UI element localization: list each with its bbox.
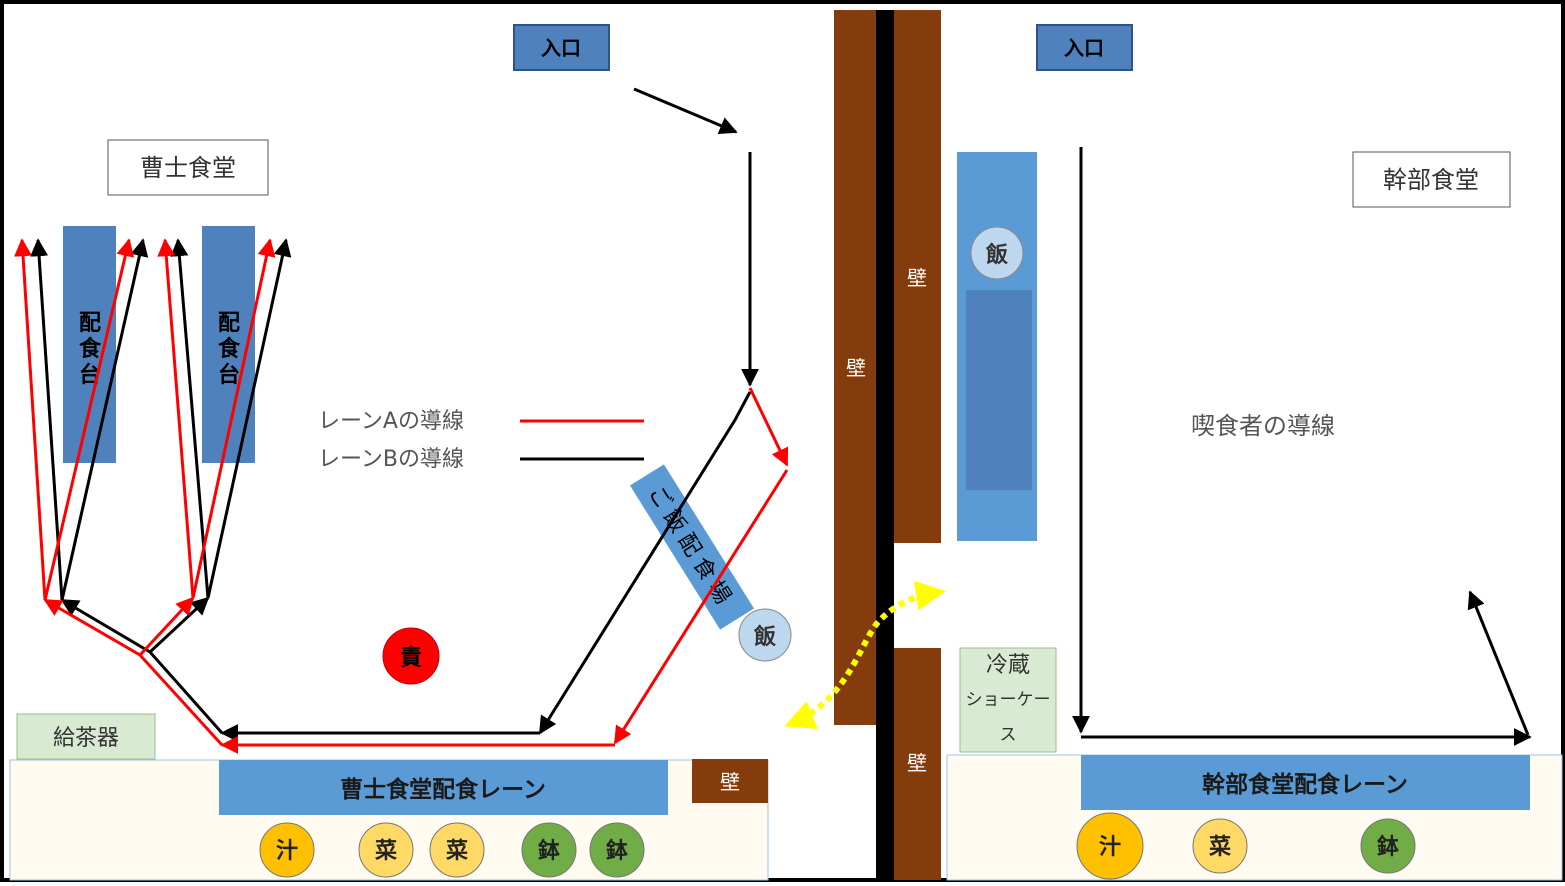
right-serving-lane: 幹部食堂配食レーン (1081, 755, 1530, 810)
right-rice-marker: 飯 (970, 226, 1024, 280)
left-small-wall: 壁 (692, 759, 768, 803)
staff-passage-connector (784, 580, 946, 729)
lane-b-diagonal-arrow (538, 391, 752, 735)
right-dish-0-label: 汁 (1099, 835, 1121, 860)
diner-flow (1072, 147, 1532, 746)
left-dish-1: 菜 (358, 822, 414, 878)
lane-a-flow (14, 238, 789, 754)
tea-dispenser-label: 給茶器 (53, 726, 119, 751)
left-dish-4-label: 鉢 (606, 838, 628, 864)
left-serving-table-1-label: 配食台 (79, 311, 102, 388)
right-dish-2-label: 鉢 (1377, 834, 1399, 860)
supervisor-marker-label: 責 (400, 646, 422, 671)
left-dish-0: 汁 (259, 822, 315, 878)
lane-a-up-2 (43, 238, 135, 601)
left-entrance-sign: 入口 (513, 24, 610, 71)
left-dish-3-label: 鉢 (538, 838, 560, 864)
left-serving-table-1 (63, 226, 116, 463)
center-partition (876, 10, 894, 880)
left-wall: 壁 (834, 10, 876, 725)
lane-a-diagonal-arrow (613, 469, 789, 745)
right-serving-lane-label: 幹部食堂配食レーン (1202, 771, 1408, 798)
right-dish-2: 鉢 (1360, 818, 1416, 874)
lane-a-up-4 (191, 238, 276, 599)
tea-dispenser: 給茶器 (16, 713, 156, 760)
lane-b-flow (30, 87, 759, 742)
left-entrance-label: 入口 (541, 36, 581, 60)
left-serving-lane-label: 曹士食堂配食レーン (340, 776, 546, 803)
lane-a-right-arrow (748, 387, 789, 467)
left-small-wall-label: 壁 (720, 770, 740, 794)
left-hall-title: 曹士食堂 (107, 139, 269, 196)
left-dish-4: 鉢 (589, 822, 645, 878)
left-dish-1-label: 菜 (374, 839, 397, 864)
left-wall-label: 壁 (846, 356, 866, 380)
lane-a-up-1 (14, 238, 47, 601)
left-rice-marker-label: 飯 (753, 624, 776, 650)
left-hall-title-text: 曹士食堂 (140, 154, 236, 182)
legend-lane-a-label: レーンAの導線 (318, 409, 464, 434)
left-serving-lane: 曹士食堂配食レーン (219, 760, 668, 815)
lane-b-up-2 (60, 238, 149, 601)
legend: レーンAの導線 レーンBの導線 (318, 409, 644, 472)
refrigerated-showcase: 冷蔵ショーケース (959, 647, 1057, 753)
right-wall-bottom: 壁 (894, 648, 941, 880)
right-rice-marker-label: 飯 (985, 242, 1008, 268)
right-wall-top-label: 壁 (907, 266, 927, 290)
refrigerated-showcase-label: 冷蔵ショーケース (966, 653, 1051, 745)
lane-a-up-3 (157, 238, 195, 599)
left-serving-table-2-label: 配食台 (218, 311, 241, 388)
left-dish-3: 鉢 (521, 822, 577, 878)
right-serving-table (957, 152, 1037, 541)
diner-flow-label: 喫食者の導線 (1191, 412, 1335, 440)
lane-b-up-3 (170, 238, 210, 599)
left-dish-0-label: 汁 (276, 839, 298, 864)
lane-b-branch-right (148, 596, 210, 654)
supervisor-marker: 責 (382, 627, 440, 685)
lane-b-up-4 (206, 238, 292, 599)
entry-arrow (633, 87, 738, 135)
diner-exit-arrow (1467, 590, 1530, 736)
left-dish-2-label: 菜 (445, 839, 468, 864)
right-dish-row: 汁菜鉢 (1076, 812, 1416, 880)
right-dish-0: 汁 (1076, 812, 1144, 880)
left-rice-marker: 飯 (738, 608, 792, 662)
legend-lane-b-label: レーンBの導線 (318, 447, 464, 472)
right-dish-1-label: 菜 (1208, 835, 1231, 860)
right-wall-bottom-label: 壁 (907, 751, 927, 775)
right-hall-title: 幹部食堂 (1352, 151, 1511, 208)
lane-a-branch-right (138, 596, 195, 657)
right-hall-title-text: 幹部食堂 (1383, 166, 1479, 194)
right-entrance-label: 入口 (1064, 36, 1104, 60)
left-dish-row: 汁菜菜鉢鉢 (259, 822, 645, 878)
right-dish-1: 菜 (1192, 818, 1248, 874)
left-dish-2: 菜 (429, 822, 485, 878)
right-entrance-sign: 入口 (1036, 24, 1133, 71)
right-wall-top: 壁 (894, 10, 941, 543)
